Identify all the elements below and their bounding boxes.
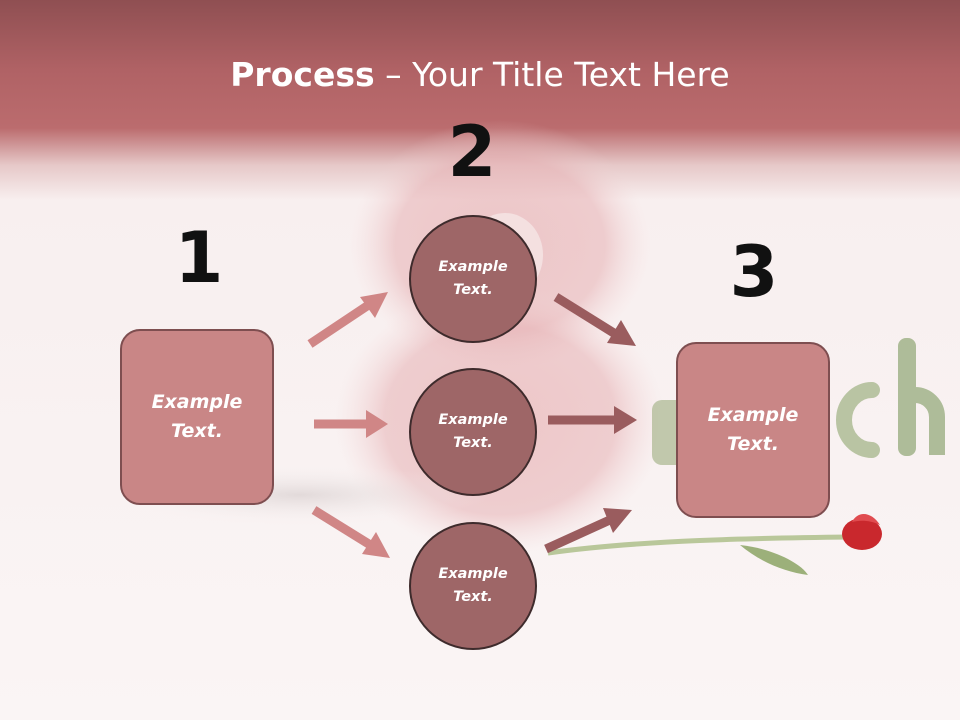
rose-illustration	[547, 514, 882, 575]
step-3-box[interactable]: Example Text.	[676, 342, 830, 518]
slide-title: Process – Your Title Text Here	[0, 52, 960, 98]
title-bold: Process	[230, 55, 375, 94]
step-1-text-line2: Text.	[171, 420, 223, 442]
circle-middle-text-line2: Text.	[453, 435, 493, 451]
arrow-box-to-top-circle	[307, 292, 388, 348]
arrow-box-to-bottom-circle	[311, 506, 390, 558]
arrow-top-circle-to-box	[553, 293, 636, 346]
green-letters	[652, 338, 945, 465]
step-2-circle-top[interactable]: Example Text.	[409, 215, 537, 343]
circle-top-text-line2: Text.	[453, 282, 493, 298]
step-1-box[interactable]: Example Text.	[120, 329, 274, 505]
circle-bottom-text-line1: Example	[438, 566, 508, 582]
circle-middle-text-line1: Example	[438, 412, 508, 428]
step-number-1: 1	[174, 217, 224, 299]
step-3-text-line2: Text.	[727, 433, 779, 455]
arrow-box-to-middle-circle	[314, 410, 388, 438]
arrow-middle-circle-to-box	[548, 406, 637, 434]
step-3-text-line1: Example	[707, 404, 799, 426]
arrow-bottom-circle-to-box	[544, 508, 632, 554]
circle-top-text-line1: Example	[438, 259, 508, 275]
step-2-circle-middle[interactable]: Example Text.	[409, 368, 537, 496]
step-1-text-line1: Example	[151, 391, 243, 413]
step-number-3: 3	[729, 231, 779, 313]
step-2-circle-bottom[interactable]: Example Text.	[409, 522, 537, 650]
circle-bottom-text-line2: Text.	[453, 589, 493, 605]
title-rest: – Your Title Text Here	[374, 55, 730, 94]
step-number-2: 2	[447, 111, 497, 193]
